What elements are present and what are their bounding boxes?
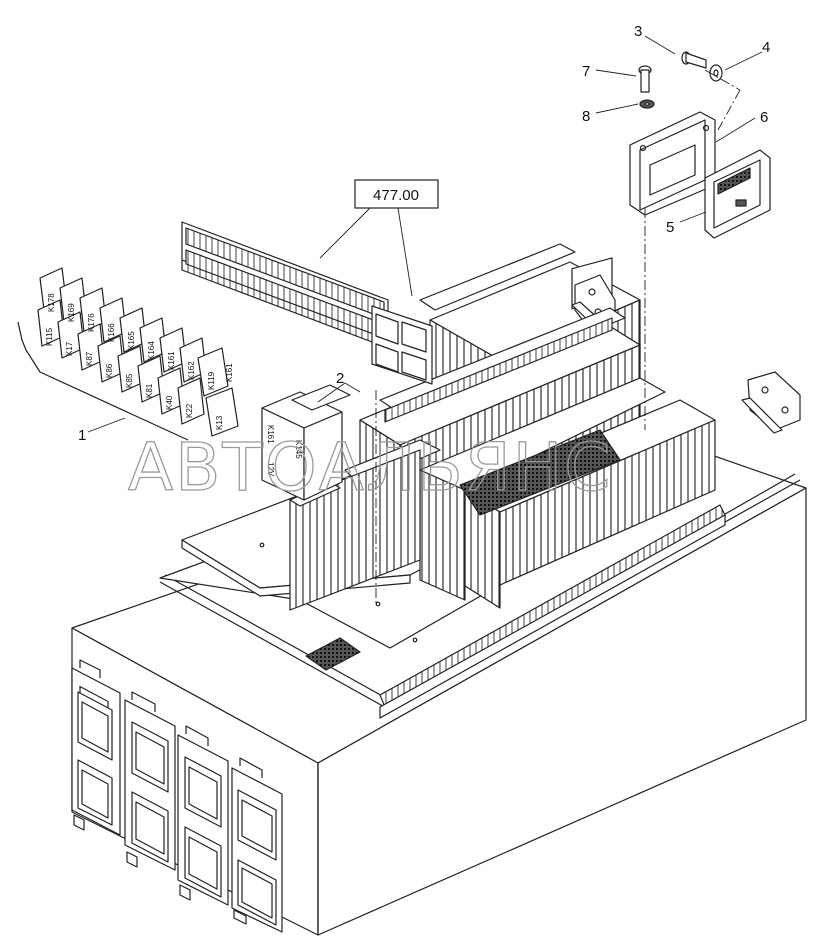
callout-7: 7 <box>582 63 590 80</box>
relay-label-top-3: K166 <box>107 323 116 342</box>
callout-numbers: 1 2 3 4 5 6 7 8 <box>78 23 770 444</box>
relay-label-bottom-5: K81 <box>145 383 154 398</box>
relay-label-side-0: K119 <box>207 371 216 390</box>
relay-label-side-2: K161 <box>225 363 234 382</box>
mounting-bracket <box>629 111 716 216</box>
relay-group-1 <box>17 267 239 441</box>
washer-4 <box>709 64 723 82</box>
relay-label-module-0: K161 <box>266 425 275 444</box>
small-connector <box>305 637 361 671</box>
leader-lines <box>87 35 763 433</box>
relay-label-bottom-6: K40 <box>165 395 174 410</box>
relay-row-top <box>39 267 207 383</box>
relay-label-bottom-3: K86 <box>105 363 114 378</box>
assembly-axis-lines <box>375 69 741 606</box>
relay-label-top-7: K162 <box>187 361 196 380</box>
callout-6: 6 <box>760 109 768 126</box>
relay-label-top-4: K165 <box>127 331 136 350</box>
bolt-3 <box>681 51 707 69</box>
relay-label-module-1: K145 <box>294 440 303 459</box>
watermark-text: АВТОАЛЬЯНС <box>128 429 612 506</box>
circuit-board <box>704 149 771 239</box>
bolt-7 <box>638 65 652 93</box>
edge-connector-strip <box>379 504 726 719</box>
reference-box-text: 477.00 <box>373 187 419 204</box>
relay-module <box>261 384 351 501</box>
callout-8: 8 <box>582 108 590 125</box>
relay-labels: K178 K169 K176 K166 K165 K164 K161 K162 … <box>45 293 303 477</box>
washer-8 <box>639 99 655 109</box>
relay-label-module-2: 12V <box>266 462 275 477</box>
relay-label-top-1: K169 <box>67 303 76 322</box>
callout-3: 3 <box>634 23 642 40</box>
front-connector-panels <box>71 659 283 933</box>
fuse-holder-strip <box>181 221 433 385</box>
callout-4: 4 <box>762 39 770 56</box>
relay-label-top-0: K178 <box>47 293 56 312</box>
relay-label-bottom-0: K115 <box>45 327 54 346</box>
relay-side-stack <box>197 347 239 437</box>
relay-label-bottom-2: K87 <box>85 351 94 366</box>
hinge-bracket-right <box>741 371 801 434</box>
reference-box: 477.00 <box>354 179 439 209</box>
relay-label-bottom-1: K17 <box>65 341 74 356</box>
relay-label-bottom-4: K85 <box>125 373 134 388</box>
relay-label-top-5: K164 <box>147 341 156 360</box>
callout-1: 1 <box>78 427 86 444</box>
relay-label-bottom-7: K22 <box>185 403 194 418</box>
callout-5: 5 <box>666 219 674 236</box>
relay-label-side-1: K13 <box>215 415 224 430</box>
relay-row-bottom <box>37 299 205 425</box>
relay-label-top-2: K176 <box>87 313 96 332</box>
callout-2: 2 <box>336 370 344 387</box>
relay-label-top-6: K161 <box>167 351 176 370</box>
